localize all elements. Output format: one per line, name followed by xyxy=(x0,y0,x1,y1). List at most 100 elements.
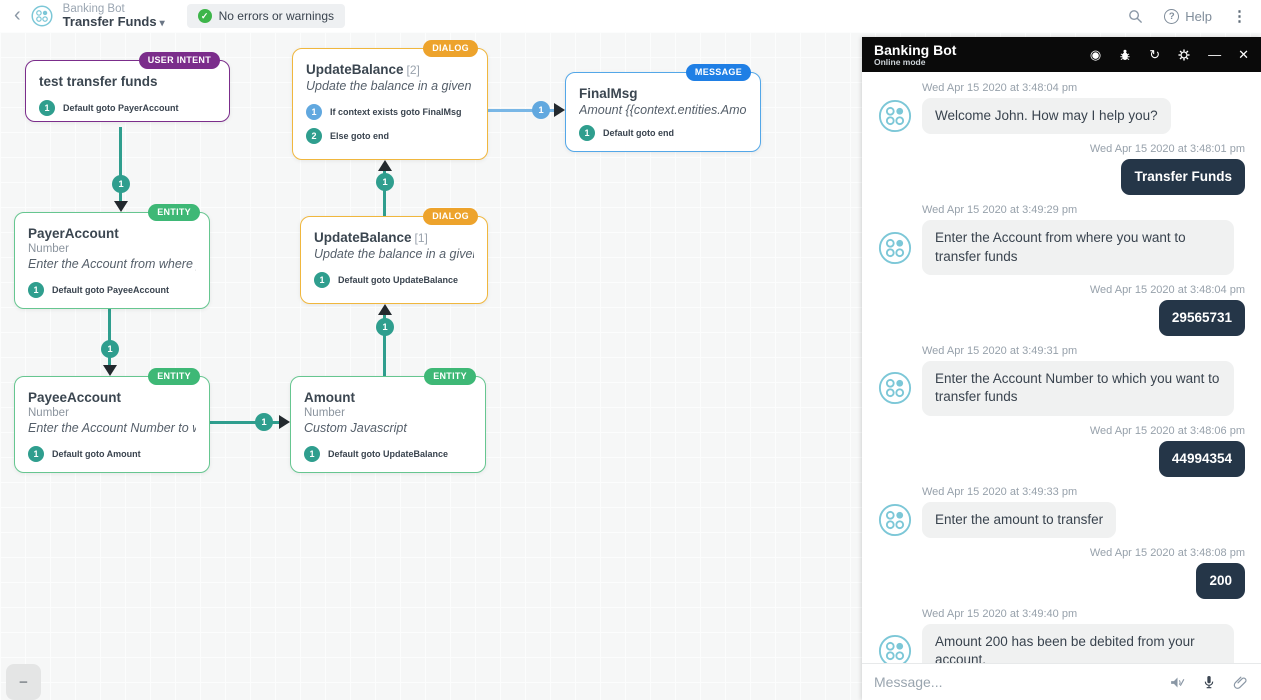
bot-avatar-icon xyxy=(878,231,912,265)
node-type-badge: ENTITY xyxy=(424,368,476,385)
connector-badge[interactable]: 1 xyxy=(532,101,550,119)
connector-line xyxy=(210,421,279,424)
message-timestamp: Wed Apr 15 2020 at 3:49:40 pm xyxy=(922,608,1078,621)
node-subtitle: Number xyxy=(28,407,69,419)
message-bubble: Transfer Funds xyxy=(1121,159,1245,196)
connector-line xyxy=(383,315,386,376)
top-bar: ‹ Banking Bot Transfer Funds▾ ✓ No error… xyxy=(0,0,1261,32)
microphone-icon[interactable] xyxy=(1201,674,1217,690)
message-timestamp: Wed Apr 15 2020 at 3:48:04 pm xyxy=(1089,283,1245,296)
node-update-balance-2[interactable]: DIALOG UpdateBalance[2] Update the balan… xyxy=(292,40,488,160)
flow-selector[interactable]: Transfer Funds▾ xyxy=(62,14,165,30)
message-timestamp: Wed Apr 15 2020 at 3:49:31 pm xyxy=(922,345,1078,358)
record-icon[interactable]: ◉ xyxy=(1089,47,1102,62)
node-title: PayeeAccount xyxy=(28,390,122,405)
transition-number: 1 xyxy=(28,282,44,298)
chat-title: Banking Bot xyxy=(874,41,957,58)
message-input[interactable] xyxy=(874,674,1154,690)
connector-badge[interactable]: 1 xyxy=(376,318,394,336)
question-mark-icon: ? xyxy=(1164,8,1180,24)
message-timestamp: Wed Apr 15 2020 at 3:48:06 pm xyxy=(1089,424,1245,437)
node-subtitle: Number xyxy=(304,407,345,419)
close-icon[interactable]: ✕ xyxy=(1238,47,1249,62)
transition-number: 1 xyxy=(39,100,55,116)
search-icon[interactable] xyxy=(1127,8,1144,25)
transition-text: Else goto end xyxy=(330,131,390,141)
chat-header: Banking Bot Online mode ◉ ↻ — ✕ xyxy=(862,37,1261,72)
node-index: [2] xyxy=(406,63,420,77)
message-bubble: Enter the Account from where you want to… xyxy=(922,220,1234,275)
chat-message-list[interactable]: Wed Apr 15 2020 at 3:48:04 pm Welcome Jo… xyxy=(862,72,1261,663)
node-update-balance-1[interactable]: DIALOG UpdateBalance[1] Update the balan… xyxy=(300,208,488,304)
node-type-badge: ENTITY xyxy=(148,204,200,221)
node-type-badge: MESSAGE xyxy=(685,64,751,81)
node-payer-account[interactable]: ENTITY PayerAccount Number Enter the Acc… xyxy=(14,204,210,309)
chat-message-bot: Wed Apr 15 2020 at 3:48:04 pm Welcome Jo… xyxy=(878,82,1245,135)
attachment-icon[interactable] xyxy=(1232,674,1249,691)
transition-text: Default goto end xyxy=(603,128,674,138)
message-bubble: Welcome John. How may I help you? xyxy=(922,98,1171,135)
chat-message-user: Wed Apr 15 2020 at 3:48:04 pm 29565731 xyxy=(878,283,1245,337)
arrowhead-icon xyxy=(279,415,290,429)
node-type-badge: USER INTENT xyxy=(138,52,220,69)
arrowhead-icon xyxy=(378,160,392,171)
message-timestamp: Wed Apr 15 2020 at 3:49:33 pm xyxy=(922,485,1078,498)
node-description: Amount {{context.entities.Amou... xyxy=(579,103,747,117)
chat-message-user: Wed Apr 15 2020 at 3:48:01 pm Transfer F… xyxy=(878,143,1245,196)
kebab-menu-icon[interactable]: ⋮ xyxy=(1232,8,1247,25)
node-user-intent[interactable]: USER INTENT test transfer funds 1 Defaul… xyxy=(25,52,230,122)
status-badge[interactable]: ✓ No errors or warnings xyxy=(186,4,345,28)
arrowhead-icon xyxy=(554,103,565,117)
debug-icon[interactable] xyxy=(1118,48,1132,62)
chat-input-bar xyxy=(862,663,1261,700)
message-bubble: 29565731 xyxy=(1158,299,1245,337)
message-bubble: 44994354 xyxy=(1158,440,1245,477)
transition-number: 1 xyxy=(314,272,330,288)
message-timestamp: Wed Apr 15 2020 at 3:49:29 pm xyxy=(922,204,1078,217)
arrowhead-icon xyxy=(378,304,392,315)
chat-message-bot: Wed Apr 15 2020 at 3:49:40 pm Amount 200… xyxy=(878,608,1245,663)
node-title: UpdateBalance xyxy=(306,62,404,77)
gear-icon[interactable] xyxy=(1177,48,1191,62)
message-bubble: 200 xyxy=(1196,562,1245,600)
speaker-mute-icon[interactable] xyxy=(1169,674,1186,691)
transition-text: Default goto UpdateBalance xyxy=(328,449,449,459)
message-timestamp: Wed Apr 15 2020 at 3:48:04 pm xyxy=(922,82,1078,94)
transition-text: Default goto PayerAccount xyxy=(63,103,179,113)
chat-message-bot: Wed Apr 15 2020 at 3:49:31 pm Enter the … xyxy=(878,345,1245,416)
message-timestamp: Wed Apr 15 2020 at 3:48:08 pm xyxy=(1089,546,1245,559)
breadcrumb: Banking Bot Transfer Funds▾ xyxy=(63,3,165,30)
connector-badge[interactable]: 1 xyxy=(112,175,130,193)
node-subtitle: Number xyxy=(28,243,69,255)
node-final-msg[interactable]: MESSAGE FinalMsg Amount {{context.entiti… xyxy=(565,64,761,152)
help-button[interactable]: ? Help xyxy=(1164,8,1212,24)
message-bubble: Amount 200 has been be debited from your… xyxy=(922,624,1234,663)
connector-line xyxy=(108,309,111,365)
connector-badge[interactable]: 1 xyxy=(101,340,119,358)
chat-message-user: Wed Apr 15 2020 at 3:48:06 pm 44994354 xyxy=(878,425,1245,477)
transition-text: Default goto Amount xyxy=(52,449,141,459)
minimize-icon[interactable]: — xyxy=(1208,47,1222,62)
node-description: Custom Javascript xyxy=(304,421,407,435)
chat-panel: Banking Bot Online mode ◉ ↻ — ✕ Wed Apr … xyxy=(862,37,1261,700)
connector-badge[interactable]: 1 xyxy=(376,173,394,191)
reset-icon[interactable]: ↻ xyxy=(1149,47,1161,62)
node-description: Enter the Account from where y... xyxy=(28,257,196,271)
transition-text: Default goto PayeeAccount xyxy=(52,285,170,295)
message-timestamp: Wed Apr 15 2020 at 3:48:01 pm xyxy=(1089,143,1245,156)
bot-name: Banking Bot xyxy=(62,2,125,15)
bot-avatar-icon xyxy=(878,503,912,537)
connector-line xyxy=(488,109,554,112)
back-button[interactable]: ‹ xyxy=(14,4,21,26)
node-type-badge: DIALOG xyxy=(423,208,478,225)
connector-badge[interactable]: 1 xyxy=(255,413,273,431)
transition-number: 1 xyxy=(304,446,320,462)
connector-line xyxy=(383,171,386,216)
connector-line xyxy=(119,127,122,201)
transition-number: 1 xyxy=(28,446,44,462)
node-payee-account[interactable]: ENTITY PayeeAccount Number Enter the Acc… xyxy=(14,368,210,473)
zoom-out-button[interactable]: − xyxy=(6,664,41,700)
node-amount[interactable]: ENTITY Amount Number Custom Javascript 1… xyxy=(290,368,486,473)
check-icon: ✓ xyxy=(197,9,212,23)
transition-number: 1 xyxy=(306,104,322,120)
